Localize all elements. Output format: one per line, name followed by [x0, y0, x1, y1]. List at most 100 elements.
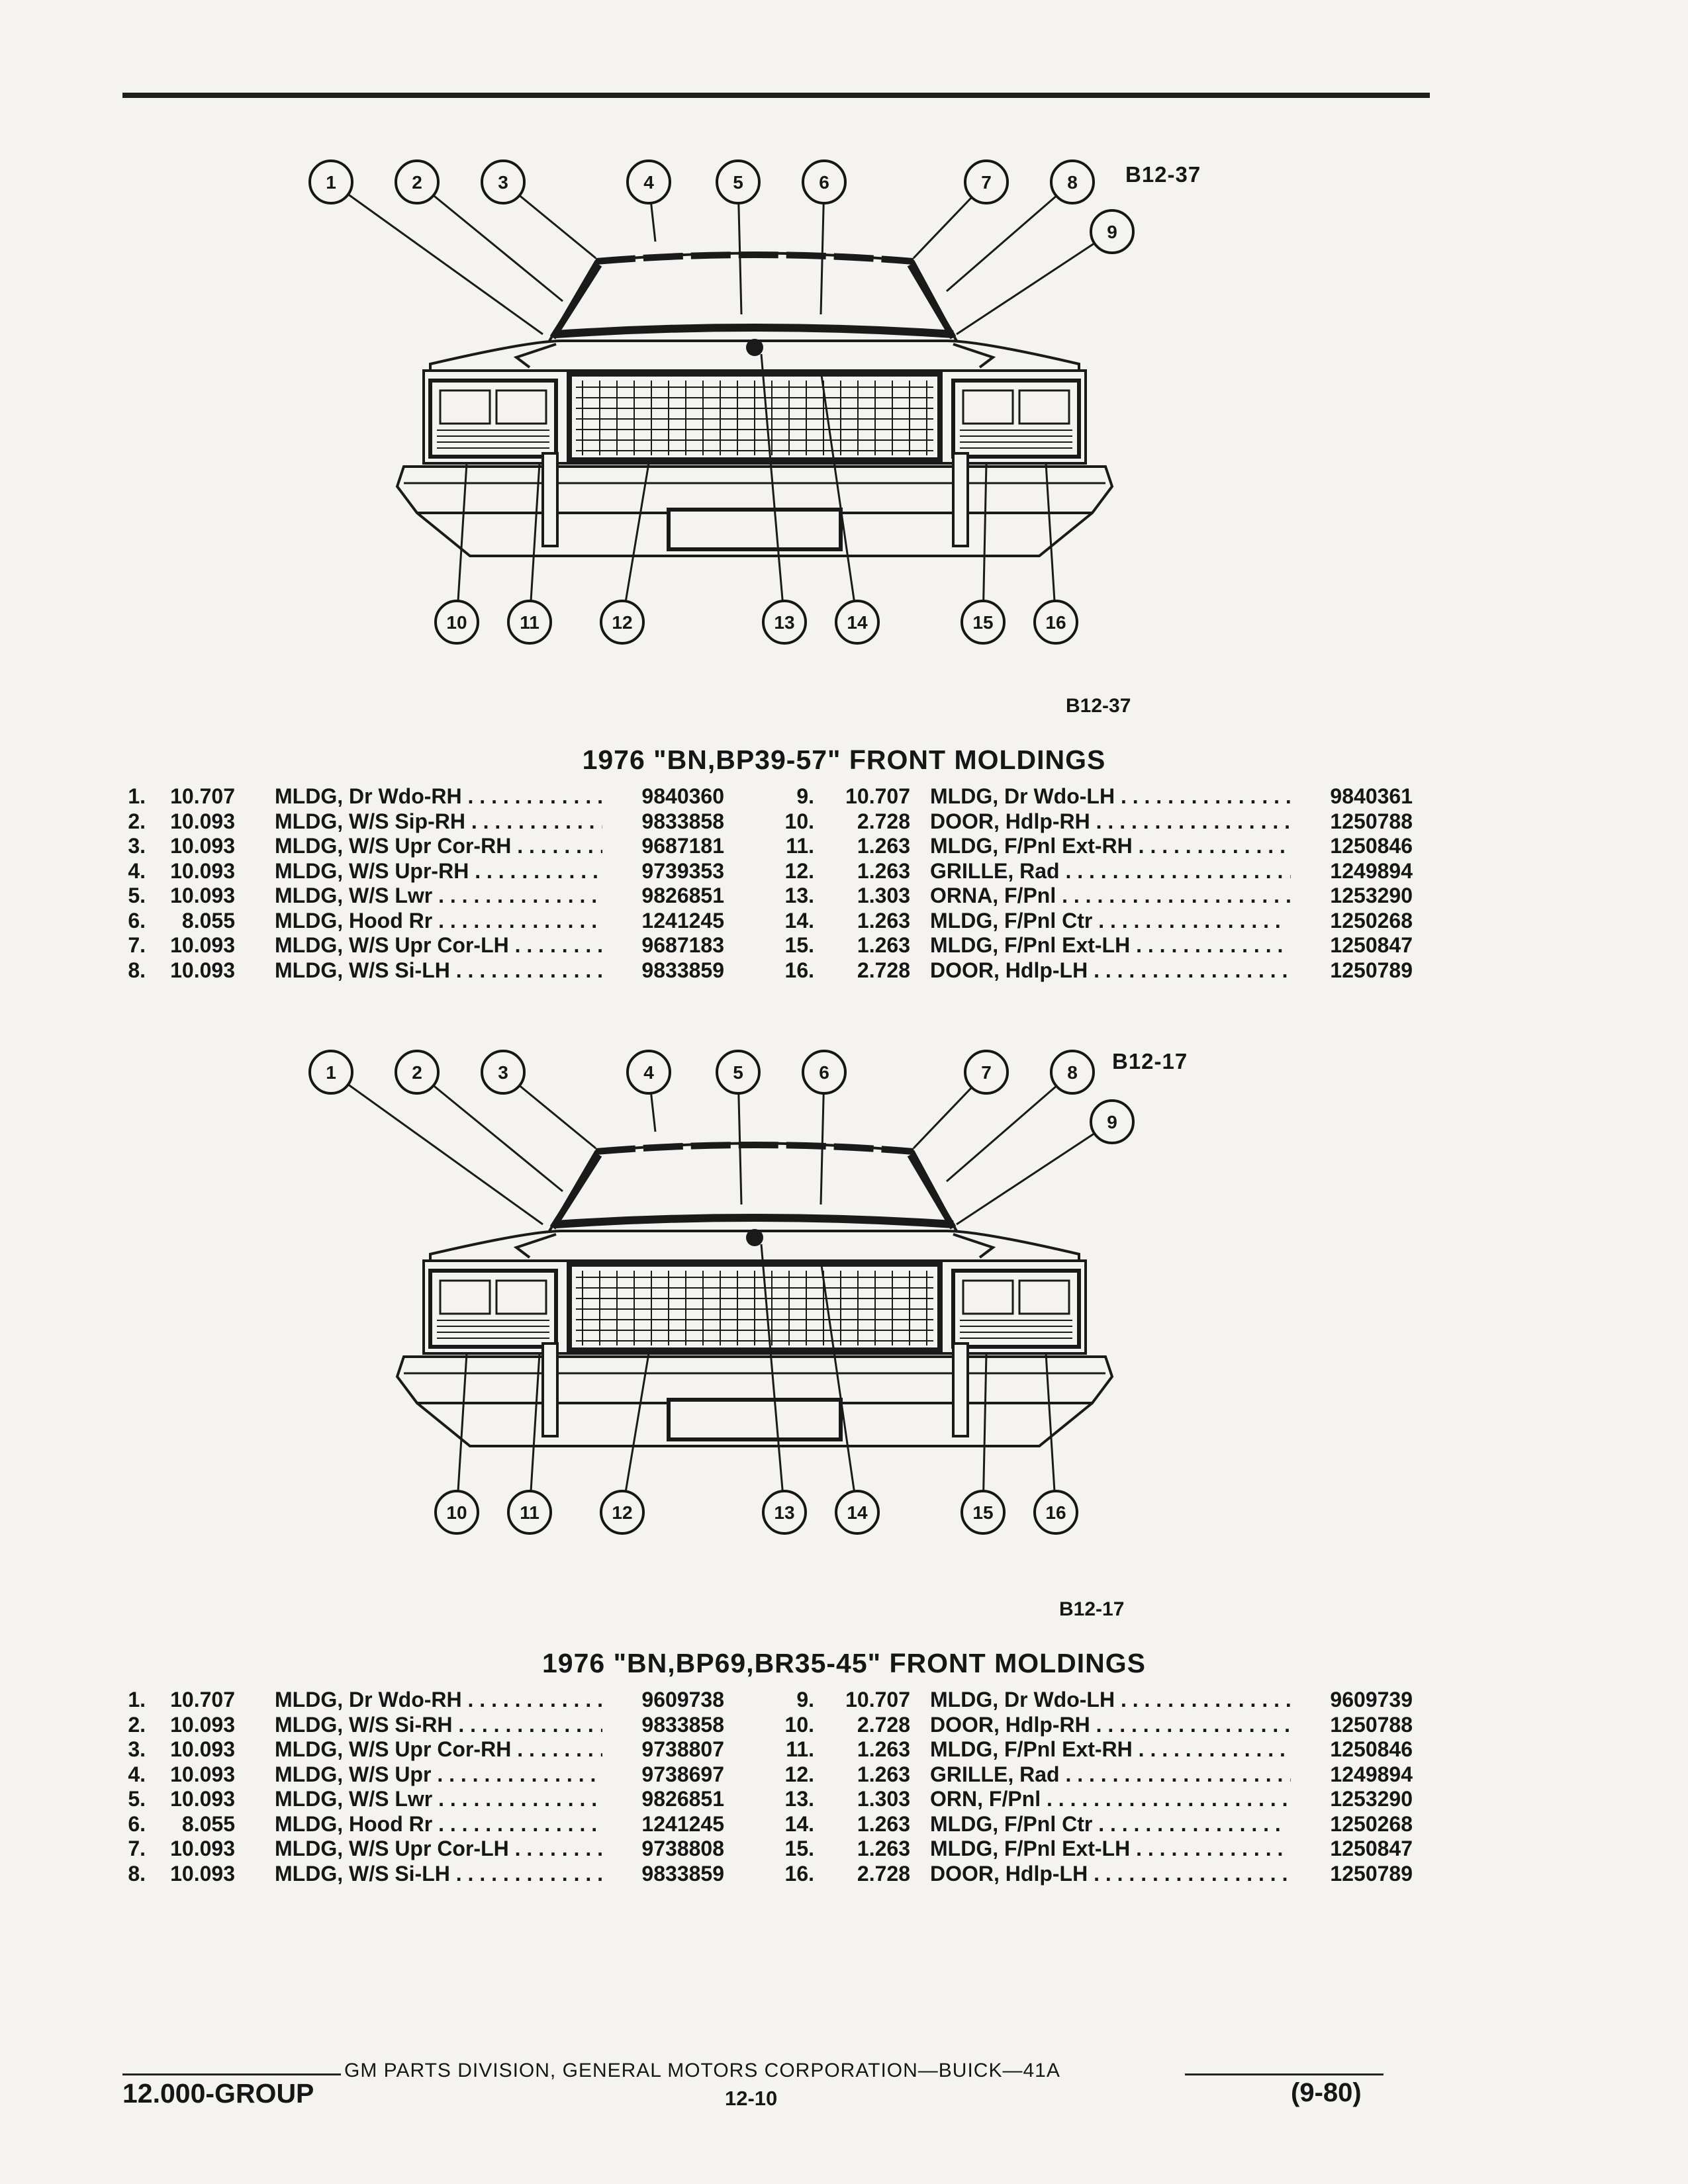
bumper-guard-right: [952, 452, 969, 547]
callout-5: 5: [716, 159, 761, 205]
callout-12: 12: [600, 1490, 645, 1535]
callout-circle: [835, 1490, 880, 1535]
callout-13: 13: [762, 600, 807, 645]
group-number: 10.093: [170, 809, 235, 833]
part-number: 9739353: [602, 858, 724, 884]
callout-circle: [507, 1490, 552, 1535]
lower-valance: [416, 512, 1094, 557]
part-number: 1250268: [1291, 1811, 1413, 1837]
headlamp: [1018, 389, 1070, 425]
callout-circle: [716, 159, 761, 205]
headlamp-door: [951, 1269, 1081, 1349]
license-plate: [667, 508, 843, 551]
callout-circle: [1033, 600, 1078, 645]
part-description: MLDG, W/S Upr-RH . . . . . . . . . . . .…: [275, 858, 612, 883]
callout-6: 6: [802, 1050, 847, 1095]
callout-circle: [716, 1050, 761, 1095]
lower-valance: [416, 1402, 1094, 1447]
callout-circle: [395, 159, 440, 205]
part-number: 9833859: [602, 1861, 724, 1886]
hood-ornament-right: [953, 343, 996, 369]
callout-4: 4: [626, 1050, 671, 1095]
headlamp: [495, 1279, 547, 1315]
callout-13: 13: [762, 1490, 807, 1535]
part-description: MLDG, W/S Lwr . . . . . . . . . . . . . …: [275, 1787, 612, 1811]
part-description: MLDG, W/S Upr . . . . . . . . . . . . . …: [275, 1762, 612, 1786]
windshield-side-molding-rh: [549, 1153, 602, 1230]
callout-3: 3: [481, 1050, 526, 1095]
item-number: 2.: [128, 1712, 146, 1737]
group-number: 1.263: [857, 834, 910, 858]
callout-number: 13: [774, 612, 794, 633]
part-number: 1249894: [1291, 858, 1413, 884]
callout-circle: [507, 600, 552, 645]
leader-line: [455, 463, 468, 623]
leader-line: [1045, 463, 1057, 623]
part-number: 1253290: [1291, 884, 1413, 909]
headlamp-door: [951, 379, 1081, 459]
item-number: 9.: [796, 1688, 814, 1711]
callout-circle: [626, 159, 671, 205]
callout-2: 2: [395, 159, 440, 205]
leader-line: [330, 181, 543, 336]
callout-number: 12: [612, 612, 632, 633]
group-number: 10.093: [170, 1762, 235, 1786]
group-number: 1.303: [857, 1787, 910, 1811]
part-description: MLDG, W/S Upr Cor-RH . . . . . . . . .: [275, 834, 612, 858]
group-number: 10.093: [170, 884, 235, 907]
group-number: 1.303: [857, 884, 910, 907]
group-number: 1.263: [857, 858, 910, 883]
part-number: 1250268: [1291, 908, 1413, 933]
part-description: MLDG, F/Pnl Ctr . . . . . . . . . . . . …: [930, 908, 1281, 933]
headlamp: [1018, 1279, 1070, 1315]
hood-emblem: [746, 339, 763, 356]
hood-ornament-left: [513, 343, 557, 369]
bumper: [395, 1355, 1114, 1404]
windshield-side-molding-lh: [907, 1153, 957, 1230]
part-description: GRILLE, Rad . . . . . . . . . . . . . . …: [930, 1762, 1301, 1786]
callout-circle: [600, 600, 645, 645]
callout-number: 16: [1045, 612, 1066, 633]
callout-circle: [308, 1050, 353, 1095]
part-description: DOOR, Hdlp-LH . . . . . . . . . . . . . …: [930, 1861, 1300, 1886]
item-number: 14.: [784, 908, 814, 933]
callout-number: 1: [326, 1062, 336, 1083]
item-number: 8.: [128, 1861, 146, 1886]
callout-10: 10: [434, 1490, 479, 1535]
leader-line: [956, 1120, 1113, 1226]
footer-rule-left: [122, 2073, 341, 2075]
callout-11: 11: [507, 1490, 552, 1535]
item-number: 10.: [784, 1712, 814, 1737]
group-number: 8.055: [181, 1811, 235, 1836]
figure-caption: B12-37: [1066, 695, 1131, 717]
callout-2: 2: [395, 1050, 440, 1095]
group-number: 10.093: [170, 1861, 235, 1886]
headlamp: [962, 389, 1014, 425]
part-number: 9840360: [602, 784, 724, 809]
item-number: 7.: [128, 933, 146, 957]
callout-circle: [481, 1050, 526, 1095]
part-description: ORN, F/Pnl . . . . . . . . . . . . . . .…: [930, 1787, 1300, 1811]
callout-number: 5: [733, 1062, 743, 1083]
callout-9: 9: [1090, 1099, 1135, 1144]
part-description: MLDG, Hood Rr . . . . . . . . . . . . . …: [275, 908, 612, 933]
part-description: MLDG, F/Pnl Ctr . . . . . . . . . . . . …: [930, 1811, 1281, 1836]
bumper-guard-left: [541, 1342, 559, 1437]
group-number: 10.093: [170, 858, 235, 883]
leader-line: [528, 1353, 541, 1513]
callout-16: 16: [1033, 600, 1078, 645]
hood-ornament-right: [953, 1233, 996, 1259]
callout-circle: [481, 159, 526, 205]
group-number: 10.093: [170, 1787, 235, 1811]
headlamp: [439, 389, 491, 425]
part-description: MLDG, F/Pnl Ext-LH . . . . . . . . . . .…: [930, 1837, 1284, 1860]
